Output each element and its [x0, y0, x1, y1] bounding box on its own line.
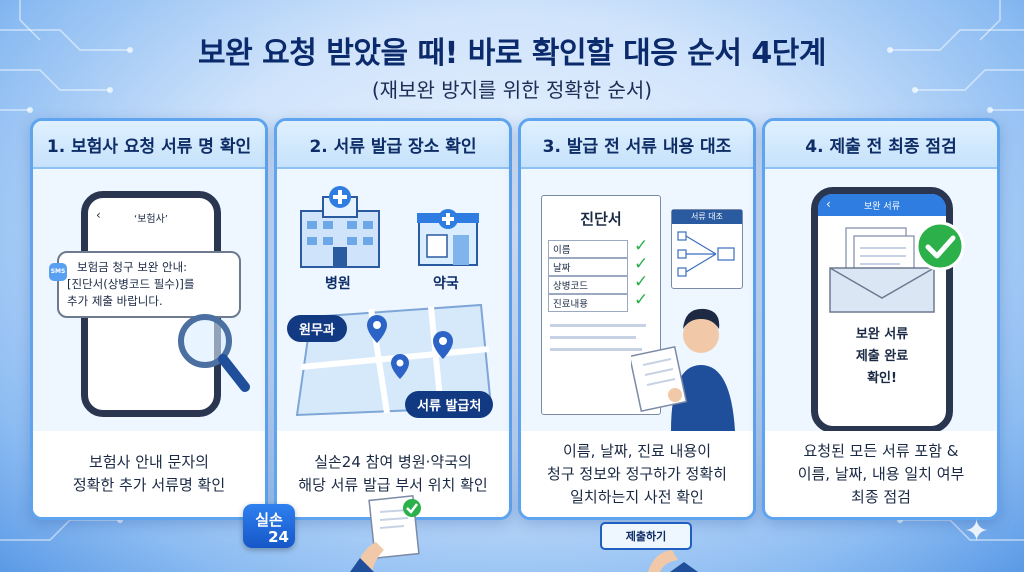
hand-icon — [648, 550, 698, 572]
desc-line: 요청된 모든 서류 포함 & — [803, 441, 959, 460]
hospital-icon — [300, 186, 380, 268]
check-icon: ✓ — [634, 272, 649, 292]
compare-label: 서류 대조 — [672, 210, 742, 224]
sms-line-3: 추가 제출 바랍니다. — [67, 294, 163, 308]
page-subtitle: (재보완 방지를 위한 정확한 순서) — [371, 78, 653, 102]
issuer-label: 서류 발급처 — [405, 391, 494, 418]
step-illustration: 병원 약국 원무과 서류 발급처 — [277, 169, 509, 431]
desc-line: 해당 서류 발급 부서 위치 확인 — [298, 476, 488, 494]
person-reviewing-icon — [631, 308, 735, 431]
step-heading: 3. 발급 전 서류 내용 대조 — [521, 121, 753, 169]
step-heading: 4. 제출 전 최종 점검 — [765, 121, 997, 169]
pharmacy-label: 약국 — [433, 276, 459, 292]
step-illustration: ‹ ‘보험사’ SMS 보험금 청구 보완 안내: [진단서(상병코드 필수)]… — [33, 169, 265, 431]
compare-document: 서류 대조 — [671, 209, 743, 289]
step-heading: 1. 보험사 요청 서류 명 확인 — [33, 121, 265, 169]
desc-line: 정확한 추가 서류명 확인 — [72, 476, 226, 494]
check-icon: ✓ — [634, 236, 649, 256]
desc-line: 청구 정보와 정구하가 정확히 — [547, 464, 727, 483]
desc-line: 이름, 날짜, 진료 내용이 — [562, 441, 712, 460]
document-title: 진단서 — [580, 210, 622, 228]
checkmark-badge-icon — [915, 221, 965, 271]
magnifier-icon — [178, 314, 250, 392]
silson24-logo: 실손 24 — [243, 504, 295, 548]
step-illustration: 진단서 이름 날짜 상병코드 진료내용 ✓ ✓ ✓ ✓ 서류 대조 — [521, 169, 753, 431]
step-description: 요청된 모든 서류 포함 & 이름, 날짜, 내용 일치 여부 최종 점검 — [765, 431, 997, 517]
field-name: 이름 — [548, 240, 628, 258]
field-treatment: 진료내용 — [548, 294, 628, 312]
status-line: 확인! — [867, 371, 897, 386]
phone-header: 보완 서류 — [864, 202, 900, 212]
logo-text-2: 24 — [268, 528, 289, 546]
office-label: 원무과 — [287, 315, 347, 342]
envelope-icon — [829, 227, 935, 313]
sms-icon: SMS — [49, 263, 67, 281]
step-card-1: 1. 보험사 요청 서류 명 확인 ‹ ‘보험사’ SMS 보험금 청구 보완 … — [30, 118, 268, 520]
desc-line: 실손24 참여 병원·약국의 — [314, 453, 472, 471]
hand-document-icon — [350, 495, 421, 572]
submit-button[interactable]: 제출하기 — [600, 522, 692, 550]
desc-line: 이름, 날짜, 내용 일치 여부 — [797, 464, 965, 483]
back-chevron-icon: ‹ — [96, 208, 101, 222]
sms-bubble: SMS 보험금 청구 보완 안내: [진단서(상병코드 필수)]를 추가 제출 … — [49, 251, 241, 318]
field-disease-code: 상병코드 — [548, 276, 628, 294]
desc-line: 일치하는지 사전 확인 — [570, 487, 704, 506]
step-description: 보험사 안내 문자의 정확한 추가 서류명 확인 — [33, 431, 265, 517]
sparkle-icon: ✦ — [964, 514, 990, 549]
step-card-3: 3. 발급 전 서류 내용 대조 진단서 이름 날짜 상병코드 진료내용 ✓ ✓… — [518, 118, 756, 520]
step-heading: 2. 서류 발급 장소 확인 — [277, 121, 509, 169]
check-icon: ✓ — [634, 254, 649, 274]
status-line: 보완 서류 — [855, 327, 909, 342]
step-illustration: ‹ 보완 서류 보완 서류 제출 완료 확인! — [765, 169, 997, 433]
phone-header: ‘보험사’ — [134, 214, 168, 225]
submission-status: 보완 서류 제출 완료 확인! — [818, 324, 946, 390]
check-icon: ✓ — [634, 290, 649, 310]
sms-line-2: [진단서(상병코드 필수)]를 — [67, 277, 195, 291]
step-card-2: 2. 서류 발급 장소 확인 병원 약국 원 — [274, 118, 512, 520]
step-card-4: 4. 제출 전 최종 점검 ‹ 보완 서류 보완 서류 제출 완료 확인! — [762, 118, 1000, 520]
desc-line: 최종 점검 — [851, 487, 911, 506]
hospital-label: 병원 — [325, 276, 351, 292]
logo-text-1: 실손 — [255, 511, 283, 529]
page-title: 보완 요청 받았을 때! 바로 확인할 대응 순서 4단계 — [197, 36, 827, 71]
pharmacy-icon — [417, 209, 479, 266]
step-description: 이름, 날짜, 진료 내용이 청구 정보와 정구하가 정확히 일치하는지 사전 … — [521, 431, 753, 517]
compare-lines-icon — [677, 231, 735, 277]
field-date: 날짜 — [548, 258, 628, 276]
desc-line: 보험사 안내 문자의 — [89, 453, 209, 471]
back-chevron-icon: ‹ — [826, 197, 831, 211]
status-line: 제출 완료 — [855, 349, 909, 364]
sms-line-1: 보험금 청구 보완 안내: — [77, 260, 188, 274]
